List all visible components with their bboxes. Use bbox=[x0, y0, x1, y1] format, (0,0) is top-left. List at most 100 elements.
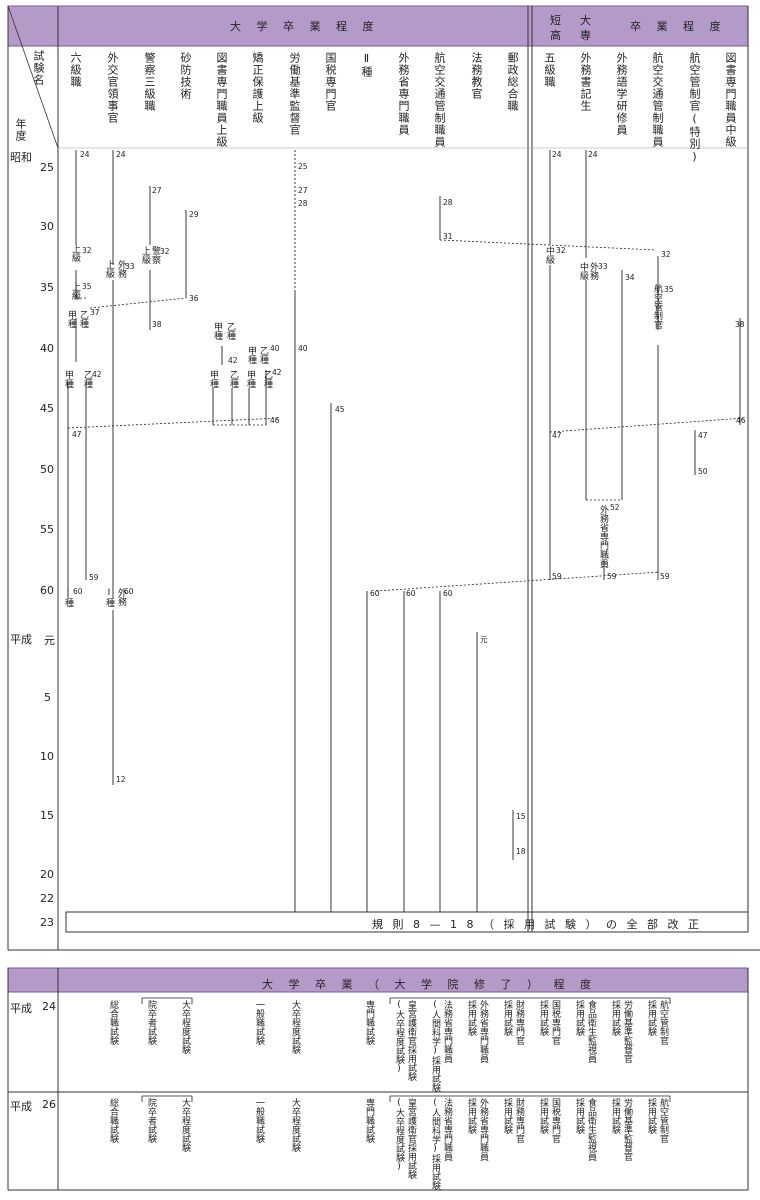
column-header: 国税専門官 bbox=[324, 52, 337, 112]
lower-exam-item-row2: (大卒程度試験) bbox=[394, 1098, 404, 1172]
lower-exam-item-row1: 労働基準監督官 bbox=[622, 1000, 632, 1063]
annotation-number: 24 bbox=[80, 150, 90, 159]
annotation-number: 38 bbox=[735, 320, 745, 329]
column-header: 航空交通管制職員 bbox=[651, 52, 664, 148]
lower-exam-item-row1: 法務省専門職員 bbox=[442, 1000, 452, 1063]
annotation-number: 59 bbox=[660, 572, 670, 581]
annotation-number: 60 bbox=[370, 589, 380, 598]
column-header: 外務省専門職員 bbox=[397, 52, 410, 136]
grade-label: 甲種 bbox=[246, 346, 256, 364]
dashed-connector bbox=[439, 239, 657, 251]
lower-exam-item-row1: (人間科学)採用試験 bbox=[430, 1000, 440, 1092]
corner-year-label: 年度 bbox=[14, 118, 27, 142]
lower-exam-item-row1: 採用試験 bbox=[610, 1000, 620, 1036]
lower-header: 大 学 卒 業 （ 大 学 院 修 了 ） 程 度 bbox=[262, 978, 597, 991]
lower-exam-item-row1: 皇宮護衛官採用試験 bbox=[406, 1000, 416, 1081]
annotation-number: 52 bbox=[610, 503, 620, 512]
column-header: 五級職 bbox=[543, 52, 556, 88]
grade-label: 甲種 bbox=[208, 370, 218, 388]
annotation-number: 35 bbox=[82, 282, 92, 291]
annotation-number: 31 bbox=[443, 232, 453, 241]
year-label: 23 bbox=[40, 916, 54, 929]
row1-year: 24 bbox=[42, 1000, 56, 1013]
grade-label: 外務 bbox=[116, 260, 126, 278]
grade-label: Ⅰ種 bbox=[104, 588, 114, 607]
column-header: 矯正保護上級 bbox=[251, 52, 264, 124]
lower-exam-item-row2: 労働基準監督官 bbox=[622, 1098, 632, 1161]
annotation-number: 47 bbox=[698, 431, 708, 440]
year-label: 55 bbox=[40, 523, 54, 536]
lower-exam-item-row2: 国税専門官 bbox=[550, 1098, 560, 1143]
lower-exam-item-row2: 財務専門官 bbox=[514, 1098, 524, 1143]
annotation-number: 33 bbox=[125, 262, 135, 271]
lower-exam-item-row2: 総合職試験 bbox=[108, 1098, 118, 1143]
annotation-number: 60 bbox=[443, 589, 453, 598]
dashed-connector bbox=[375, 571, 661, 592]
annotation-number: 33 bbox=[598, 262, 608, 271]
annotation-number: 32 bbox=[160, 247, 170, 256]
column-header: 航空交通管制職員 bbox=[433, 52, 446, 148]
annotation-number: 46 bbox=[736, 416, 746, 425]
annotation-number: 59 bbox=[89, 573, 99, 582]
year-label: 50 bbox=[40, 463, 54, 476]
lower-exam-item-row1: 外務省専門職員 bbox=[478, 1000, 488, 1063]
year-label: 5 bbox=[44, 691, 51, 704]
grade-label: 甲種 bbox=[66, 310, 76, 328]
lower-exam-item-row1: 航空管制官 bbox=[658, 1000, 668, 1045]
lower-exam-item-row2: 法務省専門職員 bbox=[442, 1098, 452, 1161]
lower-exam-item-row2: 専門職試験 bbox=[364, 1098, 374, 1143]
lower-exam-item-row2: 大卒程度試験 bbox=[180, 1098, 190, 1152]
grade-label: 警察 bbox=[150, 246, 160, 264]
grade-label: 乙種 bbox=[78, 310, 88, 328]
year-label: 35 bbox=[40, 281, 54, 294]
annotation-number: 29 bbox=[189, 210, 199, 219]
lower-exam-item-row2: 採用試験 bbox=[502, 1098, 512, 1134]
lower-exam-item-row2: 大卒程度試験 bbox=[290, 1098, 300, 1152]
lower-exam-item-row1: 大卒程度試験 bbox=[180, 1000, 190, 1054]
lower-exam-item-row2: 航空管制官 bbox=[658, 1098, 668, 1143]
column-header: Ⅱ種 bbox=[360, 52, 373, 78]
column-header: 外務書記生 bbox=[579, 52, 592, 112]
row2-year: 26 bbox=[42, 1098, 56, 1111]
annotation-number: 60 bbox=[124, 587, 134, 596]
grade-label: 中級 bbox=[578, 262, 588, 280]
annotation-number: 40 bbox=[298, 344, 308, 353]
lower-exam-item-row2: 採用試験 bbox=[574, 1098, 584, 1134]
header-short-2: 高 専 bbox=[550, 29, 595, 42]
annotation-number: 59 bbox=[607, 572, 617, 581]
dashed-connector bbox=[549, 417, 746, 433]
year-label: 25 bbox=[40, 161, 54, 174]
footer-note: 規 則 8 — 1 8 （ 採 用 試 験 ） の 全 部 改 正 bbox=[372, 918, 702, 931]
lower-exam-item-row1: 採用試験 bbox=[466, 1000, 476, 1036]
column-header: 郵政総合職 bbox=[506, 52, 519, 112]
year-label: 15 bbox=[40, 809, 54, 822]
year-label: 22 bbox=[40, 892, 54, 905]
lower-exam-item-row2: 皇宮護衛官採用試験 bbox=[406, 1098, 416, 1179]
annotation-number: 28 bbox=[298, 199, 308, 208]
lower-exam-item-row2: 採用試験 bbox=[610, 1098, 620, 1134]
grade-label: 上級 bbox=[70, 282, 80, 300]
grade-label: 上級 bbox=[104, 260, 114, 278]
era-heisei: 平成 bbox=[10, 633, 32, 646]
annotation-number: 36 bbox=[189, 294, 199, 303]
grade-label: 乙種 bbox=[262, 370, 272, 388]
column-header: 外交官領事官 bbox=[106, 52, 119, 124]
lower-exam-item-row1: 大卒程度試験 bbox=[290, 1000, 300, 1054]
lower-exam-item-row2: (人間科学)採用試験 bbox=[430, 1098, 440, 1190]
annotation-number: 32 bbox=[661, 250, 671, 259]
grade-label: 中級 bbox=[544, 246, 554, 264]
annotation-number: 42 bbox=[272, 368, 282, 377]
lower-exam-item-row1: 採用試験 bbox=[538, 1000, 548, 1036]
annotation-number: 45 bbox=[335, 405, 345, 414]
annotation-number: 12 bbox=[116, 775, 126, 784]
lower-exam-item-row1: 国税専門官 bbox=[550, 1000, 560, 1045]
annotation-number: 15 bbox=[516, 812, 526, 821]
year-label: 10 bbox=[40, 750, 54, 763]
column-header: 六級職 bbox=[69, 52, 82, 88]
annotation-number: 32 bbox=[556, 246, 566, 255]
lower-exam-item-row2: 外務省専門職員 bbox=[478, 1098, 488, 1161]
column-header: 外務語学研修員 bbox=[615, 52, 628, 136]
annotation-number: 47 bbox=[552, 431, 562, 440]
annotation-number: 40 bbox=[270, 344, 280, 353]
